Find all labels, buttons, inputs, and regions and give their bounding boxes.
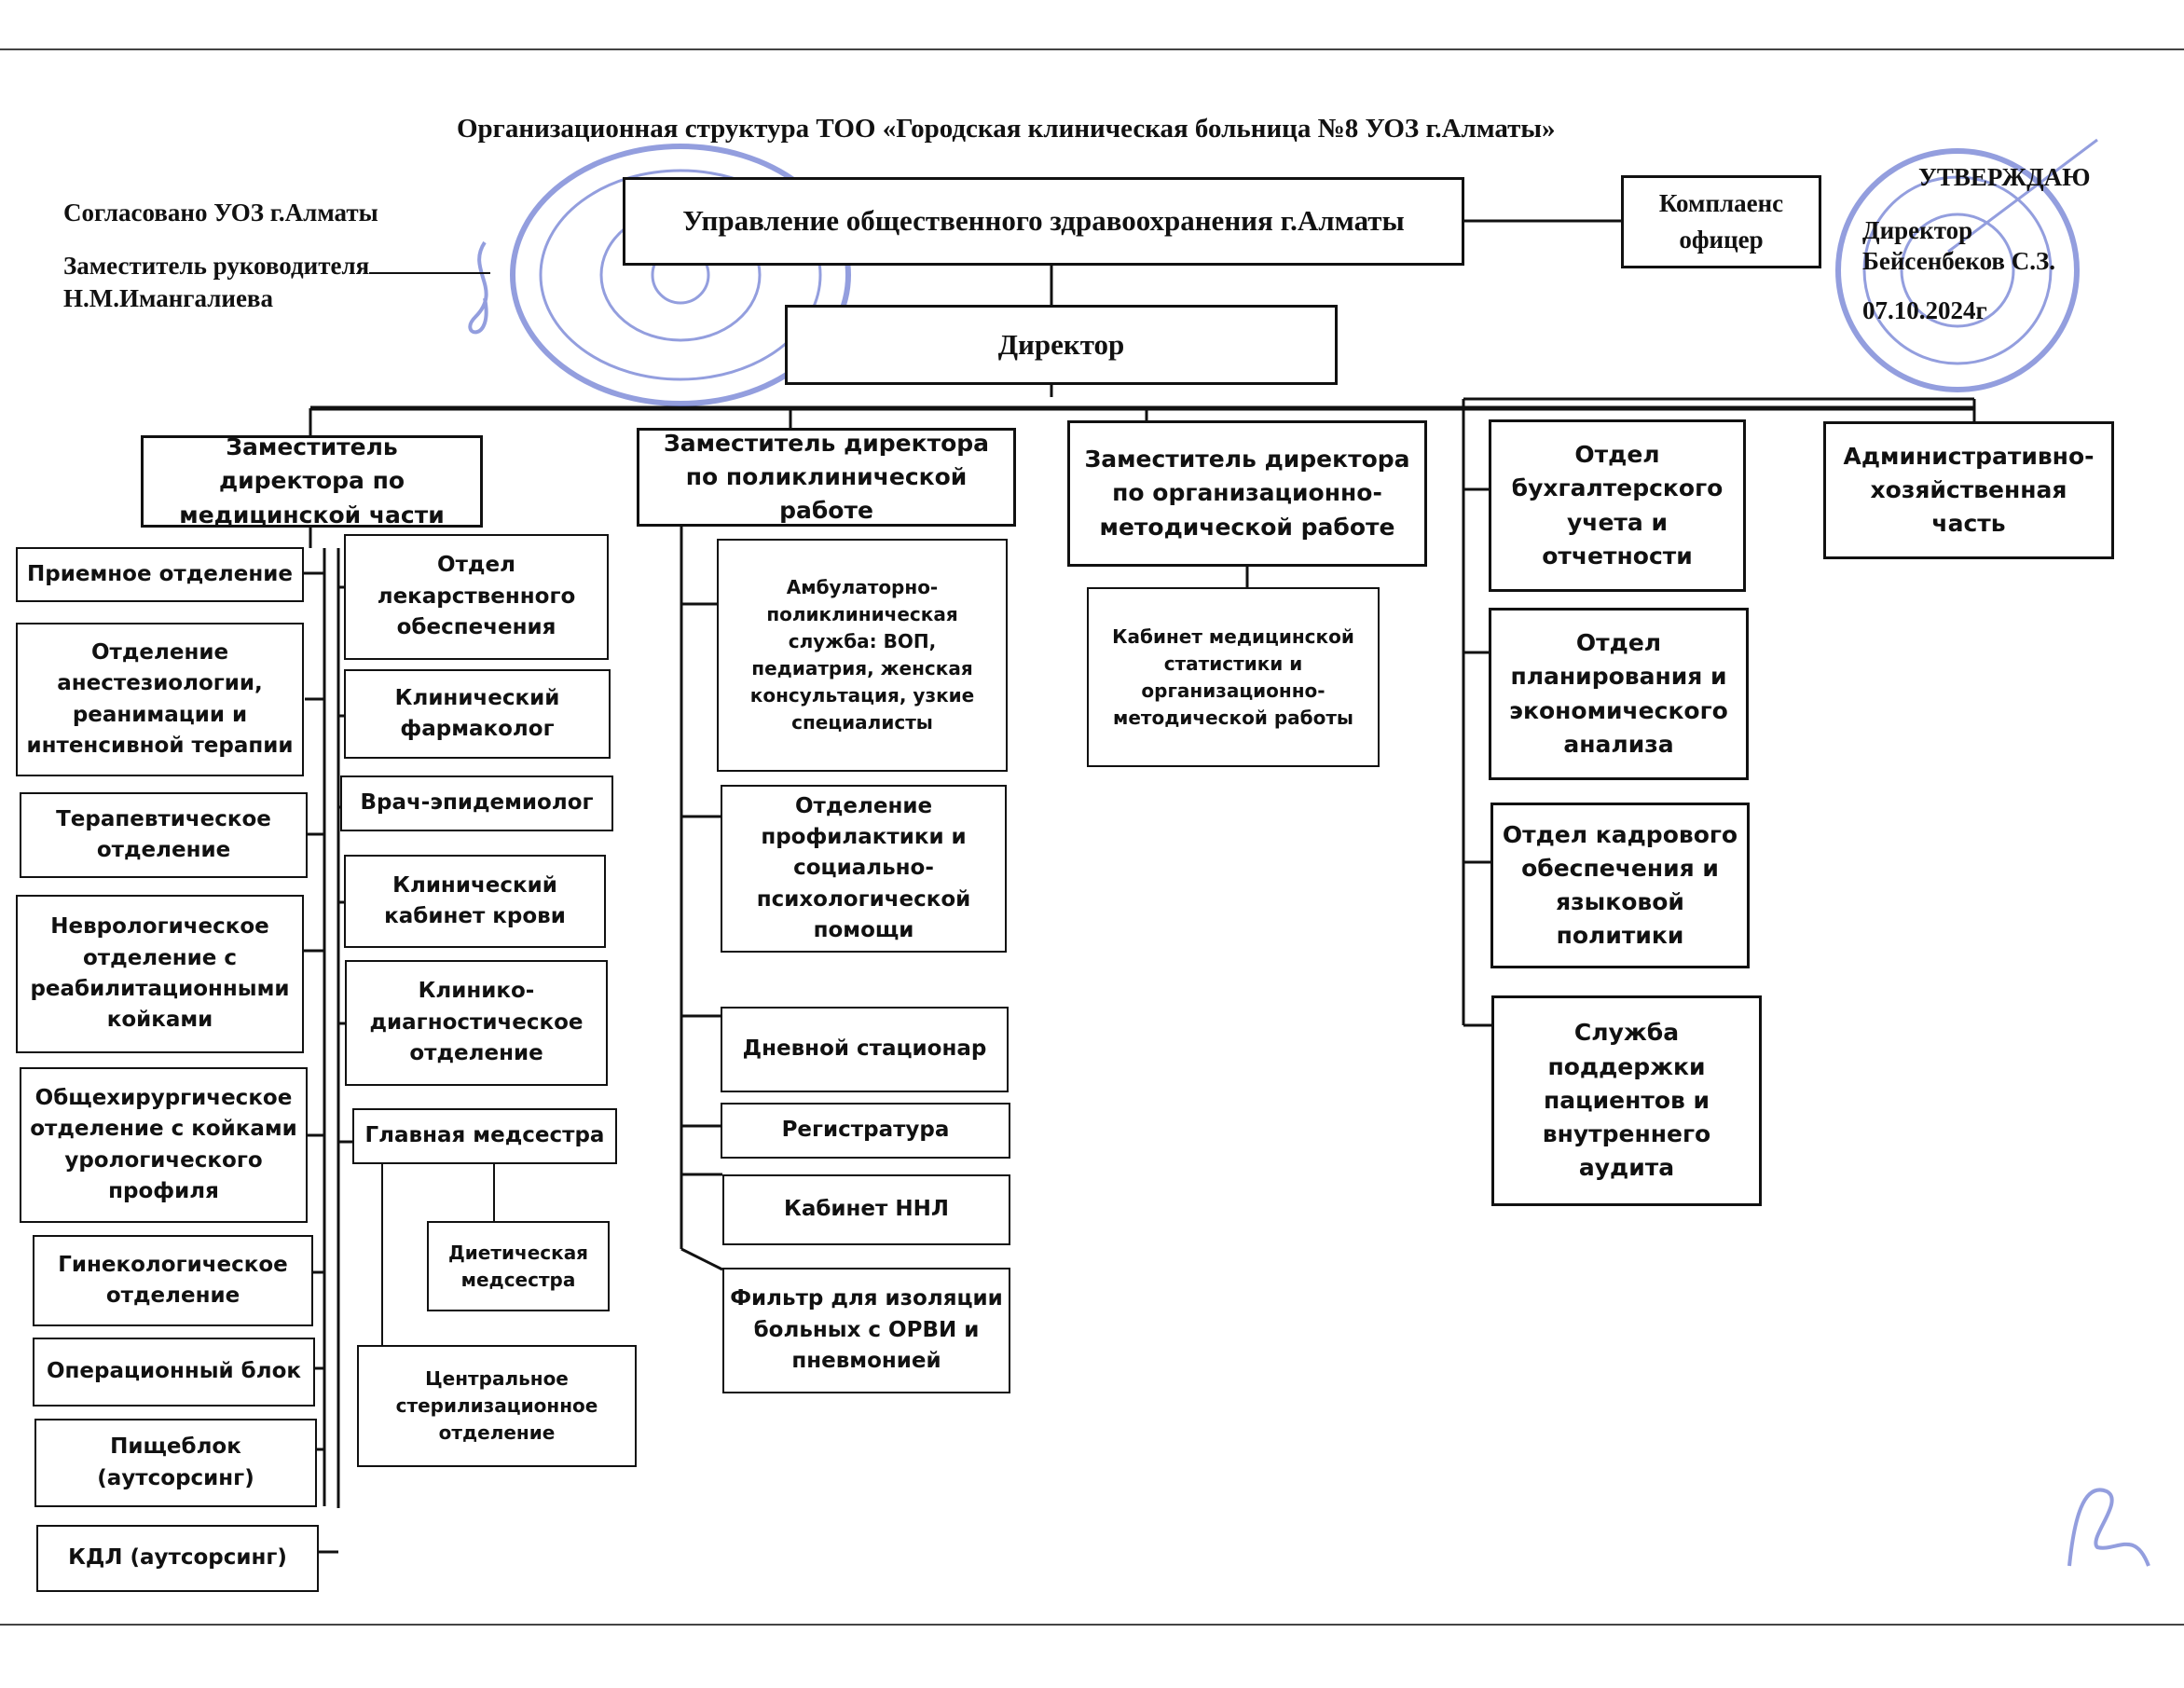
accounting-dept-box: Отдел бухгалтерского учета и отчетности [1489, 419, 1746, 592]
hr-dept-box: Отдел кадрового обеспечения и языковой п… [1490, 803, 1750, 968]
planning-dept-box: Отдел планирования и экономического анал… [1489, 608, 1749, 780]
patient-support-service-box: Служба поддержки пациентов и внутреннего… [1491, 995, 1762, 1206]
seal-stamp-left [510, 144, 851, 406]
sterilization-dept-box: Центральное стерилизационное отделение [357, 1345, 637, 1467]
anesthesiology-dept-box: Отделение анестезиологии, реанимации и и… [16, 623, 304, 776]
director-label: Директор [1862, 216, 1973, 244]
deputy-name: Н.М.Имангалиева [63, 284, 274, 312]
day-hospital-box: Дневной стационар [721, 1007, 1009, 1092]
prevention-dept-box: Отделение профилактики и социально-психо… [721, 785, 1007, 953]
gynecology-dept-box: Гинекологическое отделение [33, 1235, 313, 1326]
surgery-dept-box: Общехирургическое отделение с койками ур… [20, 1067, 308, 1223]
ari-isolation-filter-box: Фильтр для изоляции больных с ОРВИ и пне… [722, 1268, 1010, 1393]
food-unit-box: Пищеблок (аутсорсинг) [34, 1419, 317, 1507]
agreed-label: Согласовано УОЗ г.Алматы [63, 199, 378, 226]
drug-supply-dept-box: Отдел лекарственного обеспечения [344, 534, 609, 660]
registry-box: Регистратура [721, 1103, 1010, 1159]
approve-label: УТВЕРЖДАЮ [1918, 163, 2091, 191]
approval-date: 07.10.2024г [1862, 296, 1987, 324]
head-nurse-box: Главная медсестра [352, 1108, 617, 1164]
director-box: Директор [785, 305, 1338, 385]
outpatient-service-box: Амбулаторно-поликлиническая служба: ВОП,… [717, 539, 1008, 772]
clinical-pharmacologist-box: Клинический фармаколог [344, 669, 611, 759]
page-bottom-edge [0, 1624, 2184, 1626]
uoz-box: Управление общественного здравоохранения… [623, 177, 1464, 266]
blood-cabinet-box: Клинический кабинет крови [344, 855, 606, 948]
deputy-label: Заместитель руководителя [63, 252, 491, 281]
page-title: Организационная структура ТОО «Городская… [457, 114, 1556, 144]
admin-economic-box: Административно-хозяйственная часть [1823, 421, 2114, 559]
therapeutic-dept-box: Терапевтическое отделение [20, 792, 308, 878]
signature-bottom-right [2067, 1488, 2150, 1567]
deputy-methodical-box: Заместитель директора по организационно-… [1067, 420, 1427, 567]
signature-left [468, 240, 488, 335]
deputy-polyclinic-box: Заместитель директора по поликлинической… [637, 428, 1016, 527]
cdl-box: КДЛ (аутсорсинг) [36, 1525, 319, 1592]
seal-stamp-right [1835, 138, 2098, 392]
page-top-edge [0, 48, 2184, 50]
operating-block-box: Операционный блок [33, 1338, 315, 1407]
deputy-medical-box: Заместитель директора по медицинской час… [141, 433, 483, 528]
medical-statistics-box: Кабинет медицинской статистики и организ… [1087, 587, 1380, 767]
nnl-cabinet-box: Кабинет ННЛ [722, 1174, 1010, 1245]
neurology-dept-box: Неврологическое отделение с реабилитацио… [16, 895, 304, 1053]
epidemiologist-box: Врач-эпидемиолог [340, 775, 613, 831]
reception-dept-box: Приемное отделение [16, 547, 304, 602]
clinical-diagnostic-dept-box: Клинико-диагностическое отделение [345, 960, 608, 1086]
dietary-nurse-box: Диетическая медсестра [427, 1221, 610, 1311]
director-name: Бейсенбеков С.З. [1862, 247, 2055, 275]
compliance-officer-box: Комплаенс офицер [1621, 175, 1821, 268]
